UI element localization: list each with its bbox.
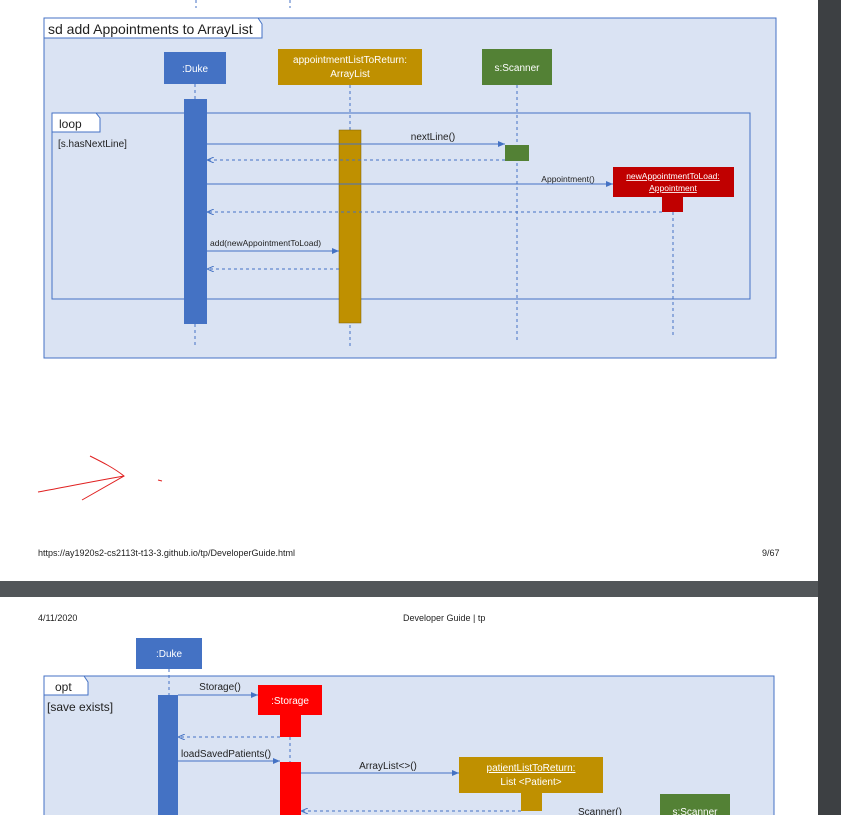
- msg-scanner: Scanner(): [578, 807, 622, 815]
- appointment-list-label-2: ArrayList: [330, 69, 370, 80]
- sd-frame-label: sd add Appointments to ArrayList: [48, 21, 253, 37]
- new-appointment-activation: [662, 197, 683, 212]
- duke-lifeline-head: [164, 52, 226, 84]
- patient-list-label-2: List <Patient>: [500, 777, 561, 788]
- sequence-diagram-storage: opt [save exists] :Duke Storage() :Stora…: [43, 638, 775, 815]
- opt-tab: [43, 675, 89, 696]
- duke-lifeline-head-2: [136, 638, 202, 669]
- loop-guard: [s.hasNextLine]: [58, 139, 127, 150]
- sequence-diagram-appointments: sd add Appointments to ArrayList :Duke a…: [37, 0, 777, 501]
- footer-url: https://ay1920s2-cs2113t-t13-3.github.io…: [38, 548, 295, 558]
- patient-list-activation: [521, 793, 542, 811]
- new-appointment-label-2: Appointment: [649, 183, 697, 193]
- scanner-head-2: [660, 794, 730, 815]
- scanner-head: [482, 49, 552, 85]
- header-date: 4/11/2020: [38, 613, 78, 623]
- patient-list-head: [459, 757, 603, 793]
- pdf-page-9: sd add Appointments to ArrayList :Duke a…: [0, 0, 818, 581]
- storage-activation-2: [280, 762, 301, 815]
- sd-frame-tab: [43, 17, 263, 39]
- loop-label: loop: [59, 117, 82, 131]
- duke-activation: [184, 99, 207, 324]
- scanner-label: s:Scanner: [494, 63, 540, 74]
- scanner-label-2: s:Scanner: [672, 807, 718, 815]
- msg-storage: Storage(): [199, 682, 241, 693]
- msg-nextline: nextLine(): [411, 132, 455, 143]
- appointment-list-activation: [338, 129, 362, 324]
- new-appointment-label-1: newAppointmentToLoad:: [626, 171, 720, 181]
- duke-activation-2: [158, 695, 178, 815]
- storage-head: [258, 685, 322, 715]
- new-appointment-head: [613, 167, 734, 197]
- msg-arraylist: ArrayList<>(): [359, 761, 417, 772]
- duke-label: :Duke: [182, 64, 209, 75]
- viewer-scrollbar[interactable]: [818, 0, 841, 815]
- msg-appointment: Appointment(): [541, 174, 595, 184]
- patient-list-label-1: patientListToReturn:: [487, 763, 576, 774]
- opt-guard: [save exists]: [47, 700, 113, 714]
- appointment-list-head: [278, 49, 422, 85]
- scanner-activation: [505, 145, 529, 161]
- msg-add: add(newAppointmentToLoad): [210, 238, 321, 248]
- loop-tab: [51, 112, 101, 133]
- storage-label: :Storage: [271, 696, 309, 707]
- opt-label: opt: [55, 680, 72, 694]
- header-title: Developer Guide | tp: [403, 613, 486, 623]
- msg-load: loadSavedPatients(): [181, 749, 271, 760]
- pdf-page-10: 4/11/2020 Developer Guide | tp opt [save…: [0, 597, 818, 815]
- loop-frame: [51, 112, 751, 300]
- footer-page-number: 9/67: [762, 548, 780, 558]
- annotation-arrow-icon: [37, 455, 163, 501]
- storage-activation-1: [280, 715, 301, 737]
- duke-label-2: :Duke: [156, 649, 183, 660]
- appointment-list-label-1: appointmentListToReturn:: [293, 55, 407, 66]
